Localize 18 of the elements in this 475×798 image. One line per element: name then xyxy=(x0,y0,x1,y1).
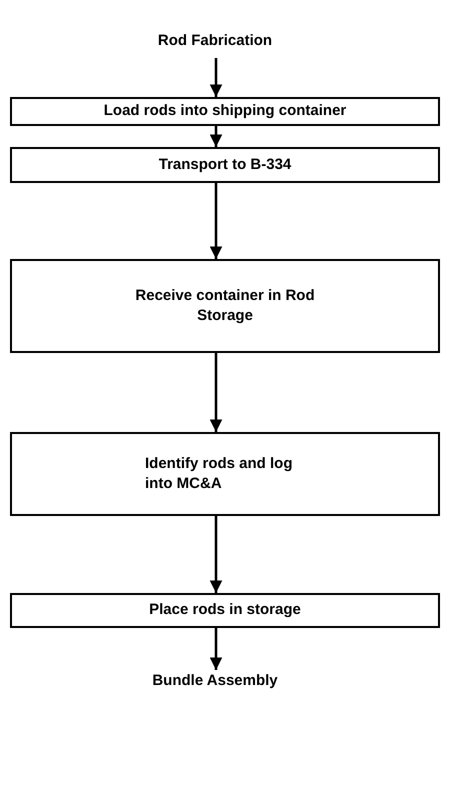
process-box xyxy=(10,97,440,126)
arrow xyxy=(210,353,222,432)
arrow xyxy=(210,58,222,97)
step-text: Identify rods and log into MC&A xyxy=(145,454,294,494)
step-text: Receive container in Rod Storage xyxy=(134,286,316,326)
process-box xyxy=(10,147,440,183)
arrow xyxy=(210,628,222,670)
process-box xyxy=(10,593,440,628)
terminal-label: Rod Fabrication xyxy=(158,30,272,51)
process-box xyxy=(10,259,440,353)
arrow xyxy=(210,183,222,259)
arrow xyxy=(210,516,222,593)
step-text: Place rods in storage xyxy=(149,600,301,620)
step-text: Load rods into shipping container xyxy=(104,101,346,122)
step-text: Transport to B-334 xyxy=(158,154,292,175)
arrow xyxy=(210,126,222,147)
terminal-label: Bundle Assembly xyxy=(152,670,278,691)
process-box xyxy=(10,432,440,516)
